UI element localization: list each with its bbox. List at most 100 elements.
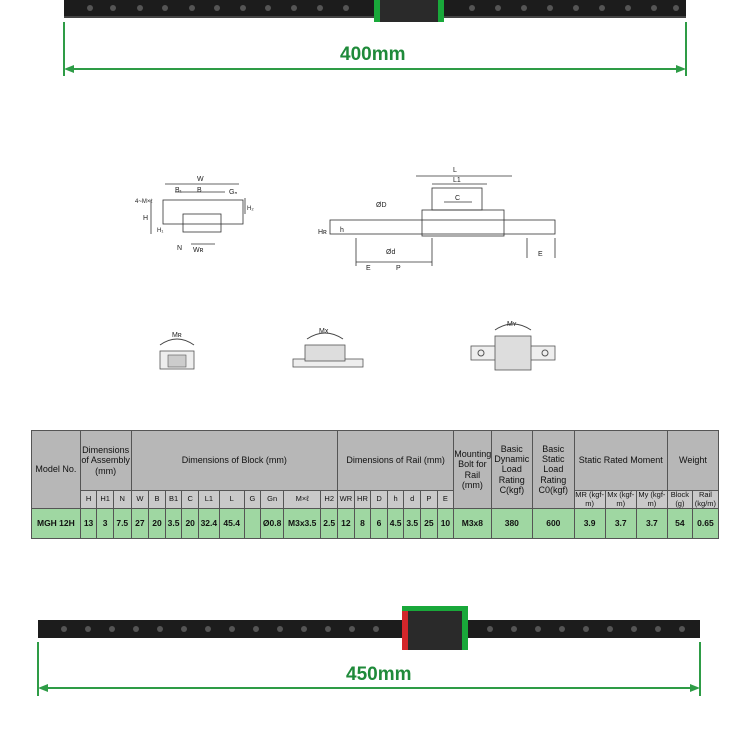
svg-text:C: C (455, 195, 460, 202)
svg-text:B₁: B₁ (175, 187, 183, 194)
sub-header: D (370, 489, 388, 510)
header-model-no: Model No. (31, 429, 81, 510)
svg-text:Gₙ: Gₙ (229, 189, 237, 196)
svg-text:N: N (177, 245, 182, 252)
sub-header: W (130, 489, 150, 510)
svg-text:W: W (197, 176, 204, 183)
table-cell: 3.5 (164, 508, 183, 540)
sub-header: N (112, 489, 132, 510)
bottom-dimension-line (37, 642, 701, 696)
table-cell: 6 (370, 508, 388, 540)
svg-text:H: H (143, 215, 148, 222)
bottom-rail (38, 620, 700, 638)
cell-model: MGH 12H (31, 508, 81, 540)
sub-header: Block (g) (666, 489, 693, 510)
sub-header: P (420, 489, 438, 510)
sub-header: E (436, 489, 455, 510)
sub-header: B1 (164, 489, 183, 510)
header-mounting-bolt: Mounting Bolt for Rail (mm) (453, 429, 492, 510)
table-cell: 54 (666, 508, 693, 540)
sub-header-row: H H1 N W B B1 C L1 L G Gn M×ℓ H2 WR HR D… (32, 489, 720, 510)
table-cell: 13 (79, 508, 98, 540)
sub-header: MR (kgf-m) (573, 489, 606, 510)
sub-header: B (148, 489, 166, 510)
table-cell: 10 (436, 508, 455, 540)
svg-text:ØD: ØD (376, 202, 387, 209)
svg-text:Wʀ: Wʀ (193, 247, 204, 254)
front-section-drawing: W B₁ B Gₙ 4~M×ℓ H H₁ N Wʀ H₂ (135, 176, 254, 254)
table-cell: 27 (130, 508, 150, 540)
svg-text:h: h (340, 227, 344, 234)
sub-header: h (386, 489, 405, 510)
table-cell: 3.9 (573, 508, 606, 540)
table-cell: 3.7 (635, 508, 668, 540)
side-view-drawing: L L1 C ØD Hʀ h Ød E P E (318, 167, 556, 272)
svg-text:Mx: Mx (319, 328, 329, 335)
sub-header: WR (337, 489, 355, 510)
bottom-length-label: 450mm (346, 664, 412, 685)
svg-text:Hʀ: Hʀ (318, 229, 327, 236)
table-cell: 3.7 (604, 508, 637, 540)
svg-text:P: P (396, 265, 401, 272)
header-static-moment: Static Rated Moment (573, 430, 668, 491)
header-weight: Weight (666, 430, 720, 491)
sub-header: H (79, 489, 98, 510)
top-rail-figure (63, 0, 687, 76)
table-cell: 3 (96, 508, 114, 540)
sub-header: M×ℓ (283, 489, 322, 510)
sub-header: L1 (197, 489, 220, 510)
header-basic-dynamic: Basic Dynamic Load Rating C(kgf) (490, 429, 534, 510)
moment-my-drawing: Mʏ (470, 321, 556, 371)
sub-header: H1 (96, 489, 114, 510)
svg-text:L1: L1 (453, 177, 461, 184)
bottom-rail-figure (37, 606, 701, 696)
sub-header: Gn (260, 489, 285, 510)
sub-header: C (181, 489, 199, 510)
svg-text:4~M×ℓ: 4~M×ℓ (135, 198, 152, 205)
moment-mr-drawing: Mʀ (159, 332, 195, 370)
table-cell: 12 (337, 508, 355, 540)
table-cell: M3x8 (453, 508, 492, 540)
table-cell: 7.5 (112, 508, 132, 540)
sub-header: d (403, 489, 422, 510)
svg-text:Mʀ: Mʀ (172, 332, 182, 339)
svg-text:E: E (366, 265, 371, 272)
table-cell: 25 (420, 508, 438, 540)
header-basic-static: Basic Static Load Rating C0(kgf) (532, 429, 575, 510)
top-dimension-line (63, 22, 687, 76)
top-length-label: 400mm (340, 44, 406, 65)
moment-mx-drawing: Mx (292, 328, 364, 368)
table-cell: 3.5 (403, 508, 422, 540)
sub-header: My (kgf-m) (635, 489, 668, 510)
table-cell: 600 (532, 508, 575, 540)
table-cell: 32.4 (197, 508, 220, 540)
svg-text:Ød: Ød (386, 249, 395, 256)
header-assembly: Dimensions of Assembly (mm) (79, 430, 132, 491)
table-cell: M3x3.5 (283, 508, 322, 540)
sub-header: Mx (kgf-m) (604, 489, 637, 510)
svg-text:Mʏ: Mʏ (507, 321, 517, 328)
svg-text:H₁: H₁ (157, 228, 163, 234)
table-cell: 380 (490, 508, 534, 540)
sub-header: H2 (320, 489, 339, 510)
bottom-carriage-block (402, 606, 468, 650)
table-cell: Ø0.8 (260, 508, 285, 540)
top-carriage-block (374, 0, 444, 22)
header-block: Dimensions of Block (mm) (130, 430, 339, 491)
svg-text:E: E (538, 251, 543, 258)
table-cell: 4.5 (386, 508, 405, 540)
table-cell: 20 (181, 508, 199, 540)
sub-header: HR (353, 489, 372, 510)
svg-text:H₂: H₂ (247, 206, 254, 212)
table-cell: 0.65 (691, 508, 720, 540)
table-cell: 2.5 (320, 508, 339, 540)
spec-table: Model No. Dimensions of Assembly (mm) Di… (31, 429, 720, 540)
header-rail: Dimensions of Rail (mm) (337, 430, 455, 491)
table-cell: 45.4 (218, 508, 245, 540)
sub-header: G (243, 489, 262, 510)
sub-header: L (218, 489, 245, 510)
table-cell: 8 (353, 508, 372, 540)
table-row: MGH 12H 13 3 7.5 27 20 3.5 20 32.4 45.4 … (31, 508, 720, 540)
sub-header: Rail (kg/m) (691, 489, 720, 510)
table-cell (243, 508, 262, 540)
